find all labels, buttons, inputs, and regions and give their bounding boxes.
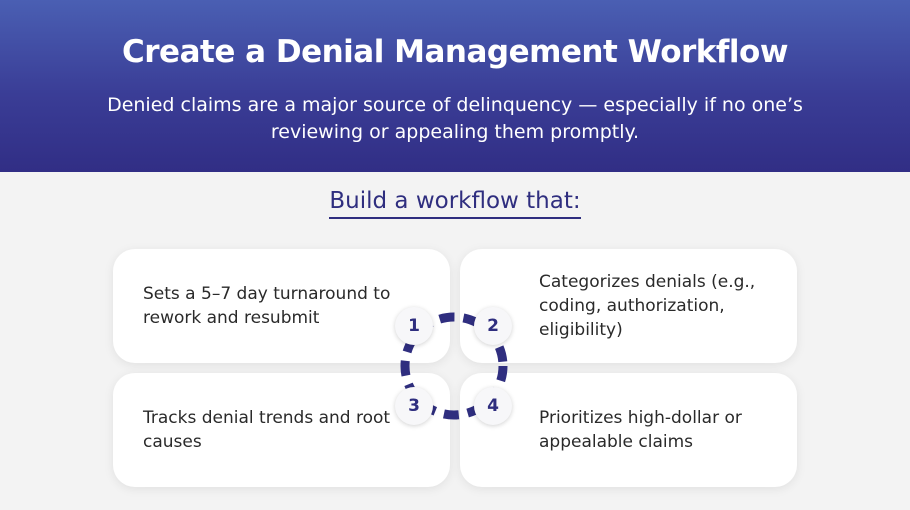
section-heading-container: Build a workflow that: [0,188,910,219]
step-card-4: Prioritizes high-dollar or appealable cl… [460,373,797,487]
step-number-badge-2: 2 [474,307,512,345]
step-text-4: Prioritizes high-dollar or appealable cl… [539,408,742,452]
step-card-3: Tracks denial trends and root causes [113,373,450,487]
header-banner: Create a Denial Management Workflow Deni… [0,0,910,172]
step-number-badge-3: 3 [395,387,433,425]
step-card-1: Sets a 5–7 day turnaround to rework and … [113,249,450,363]
page-title: Create a Denial Management Workflow [122,34,788,70]
step-card-2: Categorizes denials (e.g., coding, autho… [460,249,797,363]
step-number-badge-4: 4 [474,387,512,425]
step-number-badge-1: 1 [395,307,433,345]
page-subtitle: Denied claims are a major source of deli… [107,94,803,143]
step-text-1: Sets a 5–7 day turnaround to rework and … [143,284,391,328]
section-heading: Build a workflow that: [329,188,581,219]
step-text-2: Categorizes denials (e.g., coding, autho… [539,272,756,340]
step-text-3: Tracks denial trends and root causes [143,408,391,452]
